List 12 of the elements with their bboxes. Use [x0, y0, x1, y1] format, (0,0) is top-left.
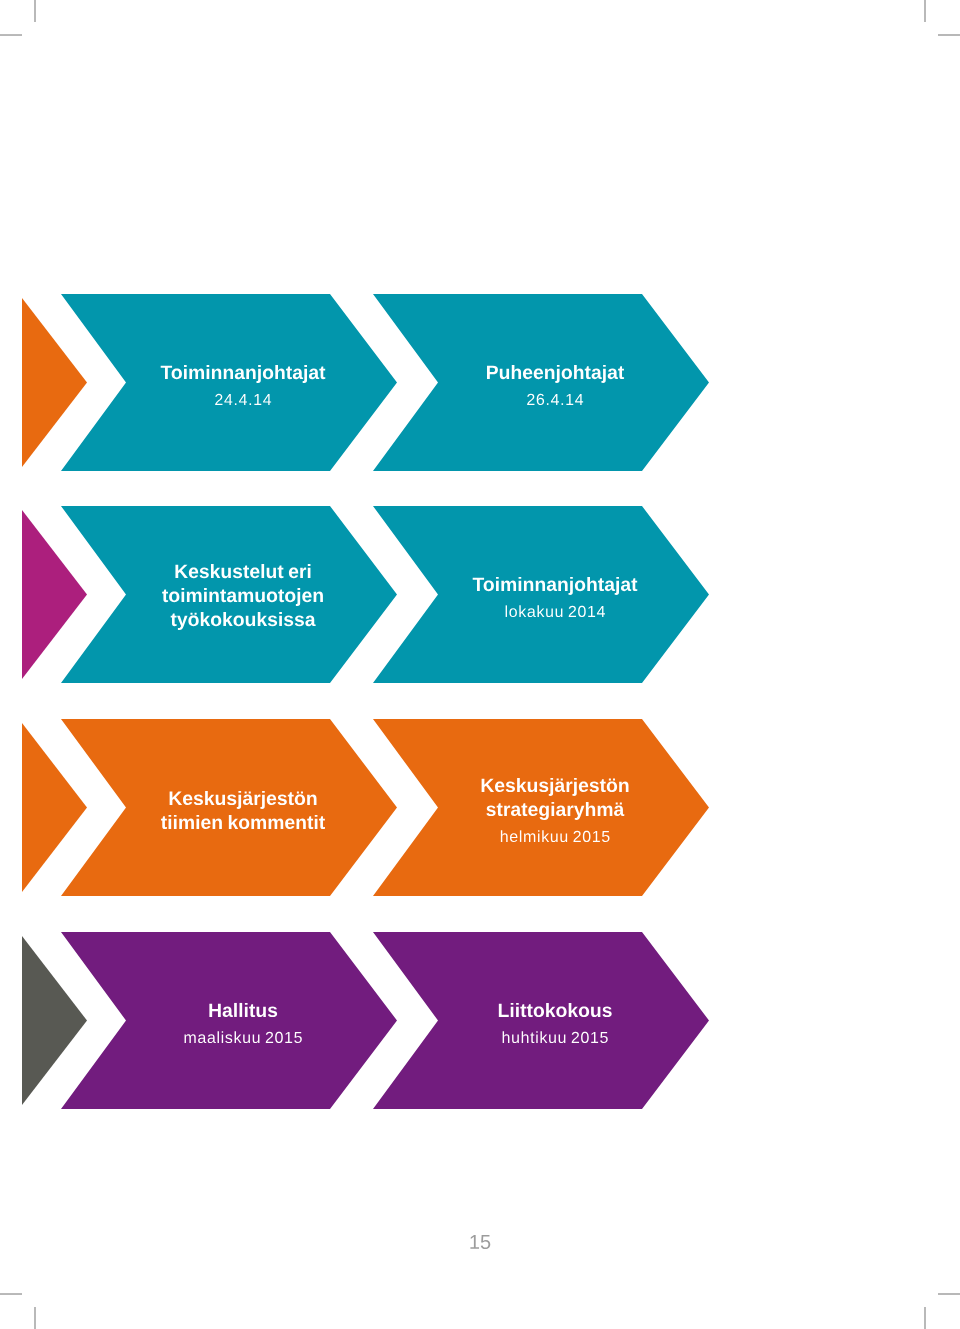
chevron-box: Liittokokous huhtikuu 2015: [373, 932, 709, 1109]
triangle-marker: [22, 723, 87, 892]
chevron-box: Keskustelut eri toimintamuotojen työkokouksissa: [61, 506, 397, 683]
page-number: 15: [470, 1235, 491, 1249]
chevron-box: Toiminnanjohtajat 24.4.14: [61, 294, 397, 471]
triangle-marker: [22, 298, 87, 467]
triangle-marker: [22, 936, 87, 1105]
chevron-box: Hallitus maaliskuu 2015: [61, 932, 397, 1109]
chevron-box: Puheenjohtajat 26.4.14: [373, 294, 709, 471]
chevron-box: Toiminnanjohtajat lokakuu 2014: [373, 506, 709, 683]
chevron-box: Keskusjärjestön strategiaryhmä helmikuu 2015: [373, 719, 709, 896]
triangle-marker: [22, 510, 87, 679]
